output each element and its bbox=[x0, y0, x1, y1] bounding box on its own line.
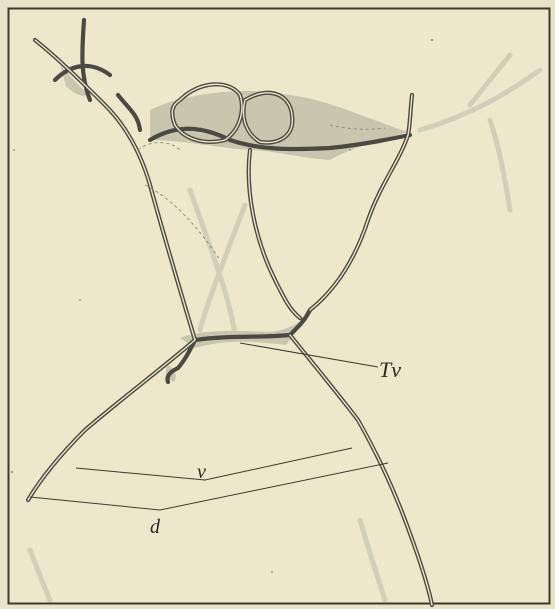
d-label: d bbox=[150, 516, 161, 538]
v-label: v bbox=[197, 461, 206, 483]
tv-label: Tv bbox=[379, 357, 401, 382]
